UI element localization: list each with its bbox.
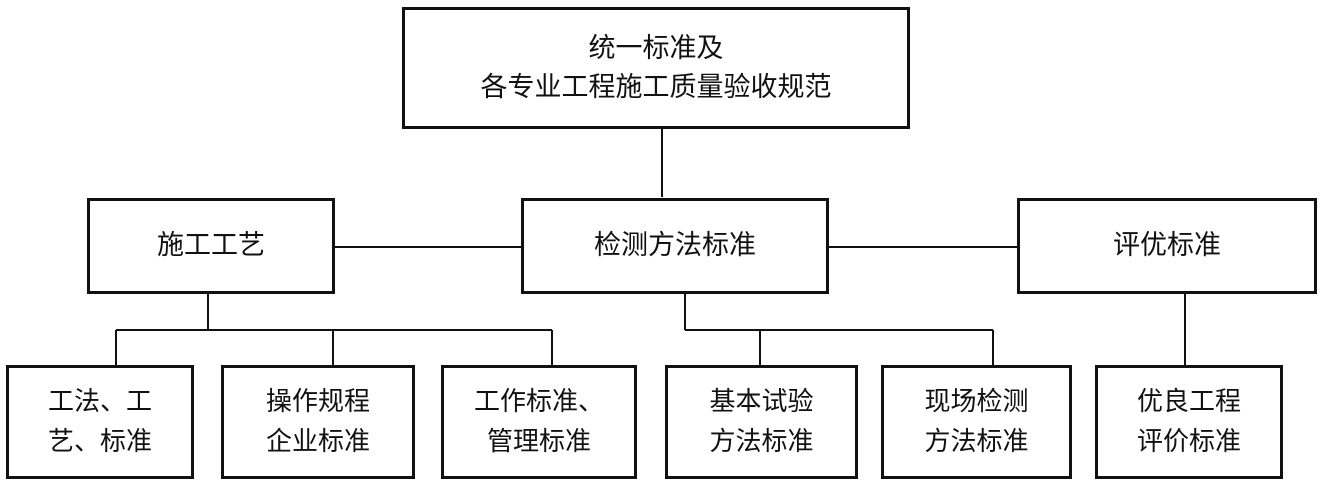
level2-right-label: 评优标准 — [1113, 230, 1221, 262]
leaf-xianchang-line-1: 现场检测 — [924, 386, 1029, 417]
level2-center-box: 检测方法标准 — [521, 198, 829, 294]
leaf-gongzuo-line-1: 工作标准、 — [473, 386, 604, 417]
leaf-box-jiben: 基本试验 方法标准 — [665, 365, 858, 479]
leaf-box-gongfa: 工法、工 艺、标准 — [6, 365, 194, 479]
root-line-2: 各专业工程施工质量验收规范 — [480, 72, 832, 103]
leaf-caozuo-line-2: 企业标准 — [265, 427, 370, 457]
level2-left-label: 施工工艺 — [157, 230, 265, 262]
leaf-youliang-line-1: 优良工程 — [1136, 386, 1241, 417]
leaf-box-xianchang: 现场检测 方法标准 — [881, 365, 1072, 479]
leaf-jiben-line-2: 方法标准 — [709, 427, 814, 457]
leaf-gongfa-line-2: 艺、标准 — [47, 427, 152, 457]
root-line-1: 统一标准及 — [588, 32, 724, 64]
leaf-gongzuo-line-2: 管理标准 — [486, 427, 591, 457]
leaf-box-youliang: 优良工程 评价标准 — [1095, 365, 1283, 479]
leaf-youliang-line-2: 评价标准 — [1136, 427, 1241, 457]
level2-center-label: 检测方法标准 — [594, 230, 756, 262]
leaf-box-gongzuo: 工作标准、 管理标准 — [441, 365, 637, 479]
leaf-caozuo-line-1: 操作规程 — [265, 386, 370, 417]
leaf-xianchang-line-2: 方法标准 — [924, 427, 1029, 457]
level2-left-box: 施工工艺 — [87, 198, 335, 294]
level2-right-box: 评优标准 — [1017, 198, 1317, 294]
leaf-box-caozuo: 操作规程 企业标准 — [221, 365, 415, 479]
leaf-jiben-line-1: 基本试验 — [709, 386, 814, 417]
leaf-gongfa-line-1: 工法、工 — [47, 386, 152, 417]
root-box: 统一标准及 各专业工程施工质量验收规范 — [402, 7, 910, 129]
